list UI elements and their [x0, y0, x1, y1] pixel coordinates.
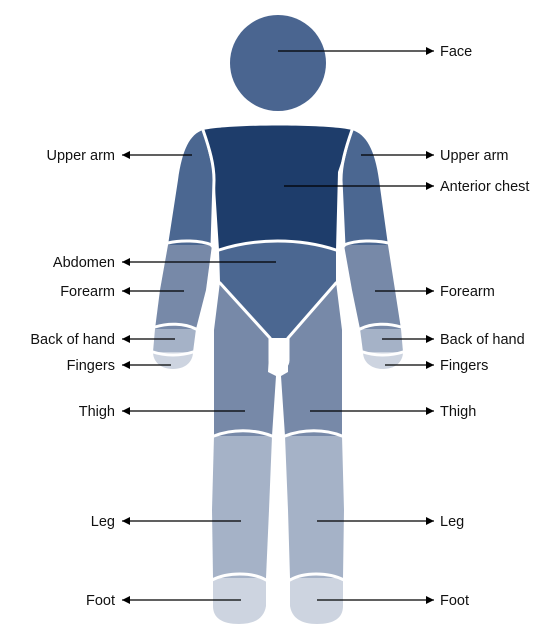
- body-figure: [153, 15, 403, 624]
- label-abdomen: Abdomen: [53, 255, 115, 271]
- label-fingers-left: Fingers: [67, 358, 115, 374]
- label-leg-left: Leg: [91, 514, 115, 530]
- label-leg-right: Leg: [440, 514, 464, 530]
- seam-crotch: [270, 360, 288, 369]
- left-back-of-hand: [153, 329, 196, 352]
- right-back-of-hand: [360, 329, 403, 352]
- right-forearm: [344, 245, 401, 329]
- label-back-of-hand-right: Back of hand: [440, 332, 525, 348]
- anterior-chest: [203, 126, 352, 251]
- label-foot-right: Foot: [440, 593, 469, 609]
- label-anterior-chest: Anterior chest: [440, 179, 529, 195]
- left-forearm: [155, 245, 212, 329]
- right-leg: [285, 436, 344, 578]
- label-upper-arm-left: Upper arm: [47, 148, 116, 164]
- left-leg: [212, 436, 272, 578]
- label-foot-left: Foot: [86, 593, 115, 609]
- label-back-of-hand-left: Back of hand: [30, 332, 115, 348]
- label-thigh-right: Thigh: [440, 404, 476, 420]
- label-thigh-left: Thigh: [79, 404, 115, 420]
- label-forearm-right: Forearm: [440, 284, 495, 300]
- head-face: [230, 15, 326, 111]
- label-fingers-right: Fingers: [440, 358, 488, 374]
- left-foot: [213, 578, 266, 624]
- label-forearm-left: Forearm: [60, 284, 115, 300]
- right-foot: [290, 578, 343, 624]
- label-face: Face: [440, 44, 472, 60]
- label-upper-arm-right: Upper arm: [440, 148, 509, 164]
